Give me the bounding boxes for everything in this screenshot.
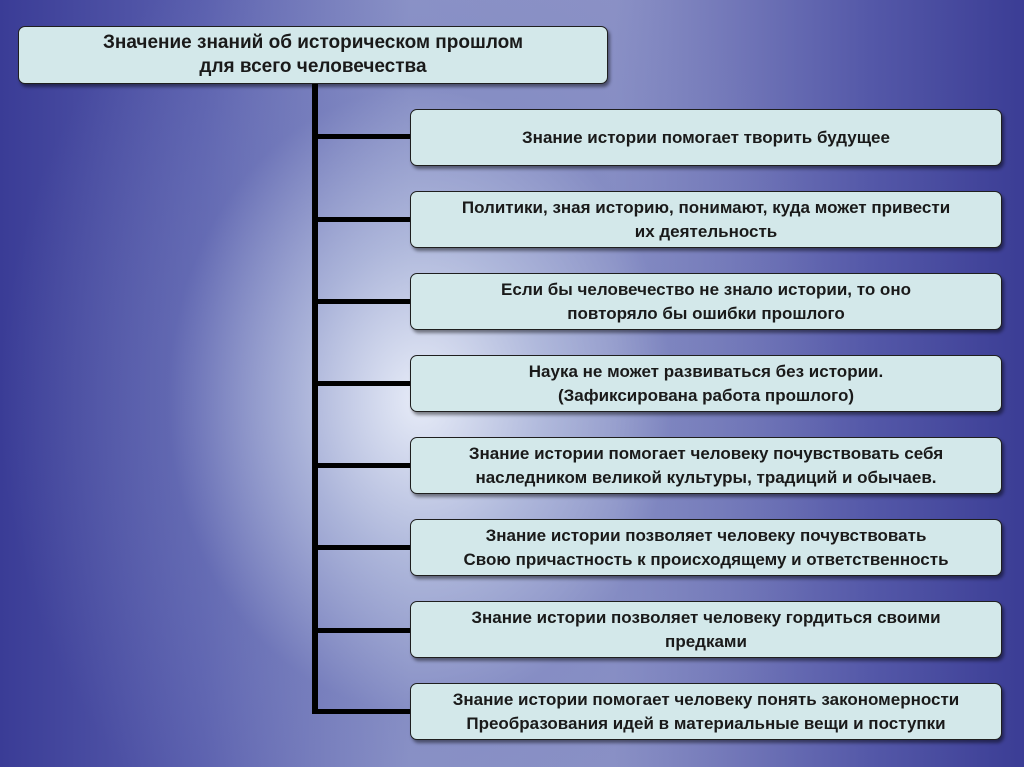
item-box: Политики, зная историю, понимают, куда м… (410, 191, 1002, 248)
item-box: Наука не может развиваться без истории. … (410, 355, 1002, 412)
connector-branch (312, 134, 411, 139)
connector-branch (312, 628, 411, 633)
connector-branch (312, 545, 411, 550)
item-text: Знание истории позволяет человеку гордит… (471, 607, 941, 651)
item-text: Если бы человечество не знало истории, т… (501, 279, 911, 323)
item-box: Знание истории помогает человеку понять … (410, 683, 1002, 740)
connector-trunk (312, 84, 318, 714)
item-text: Знание истории помогает творить будущее (522, 127, 890, 147)
item-text: Наука не может развиваться без истории. … (528, 361, 884, 405)
item-text: Знание истории позволяет человеку почувс… (463, 525, 949, 569)
item-text: Политики, зная историю, понимают, куда м… (461, 197, 951, 241)
diagram-title: Значение знаний об историческом прошлом … (102, 32, 524, 77)
item-text: Знание истории помогает человеку почувст… (468, 443, 944, 487)
connector-branch (312, 463, 411, 468)
item-text: Знание истории помогает человеку понять … (452, 689, 960, 733)
connector-branch (312, 299, 411, 304)
item-box: Знание истории помогает человеку почувст… (410, 437, 1002, 494)
connector-branch (312, 381, 411, 386)
item-box: Знание истории позволяет человеку гордит… (410, 601, 1002, 658)
connector-branch (312, 709, 411, 714)
connector-branch (312, 217, 411, 222)
item-box: Если бы человечество не знало истории, т… (410, 273, 1002, 330)
item-box: Знание истории позволяет человеку почувс… (410, 519, 1002, 576)
diagram-title-box: Значение знаний об историческом прошлом … (18, 26, 608, 84)
item-box: Знание истории помогает творить будущее (410, 109, 1002, 166)
